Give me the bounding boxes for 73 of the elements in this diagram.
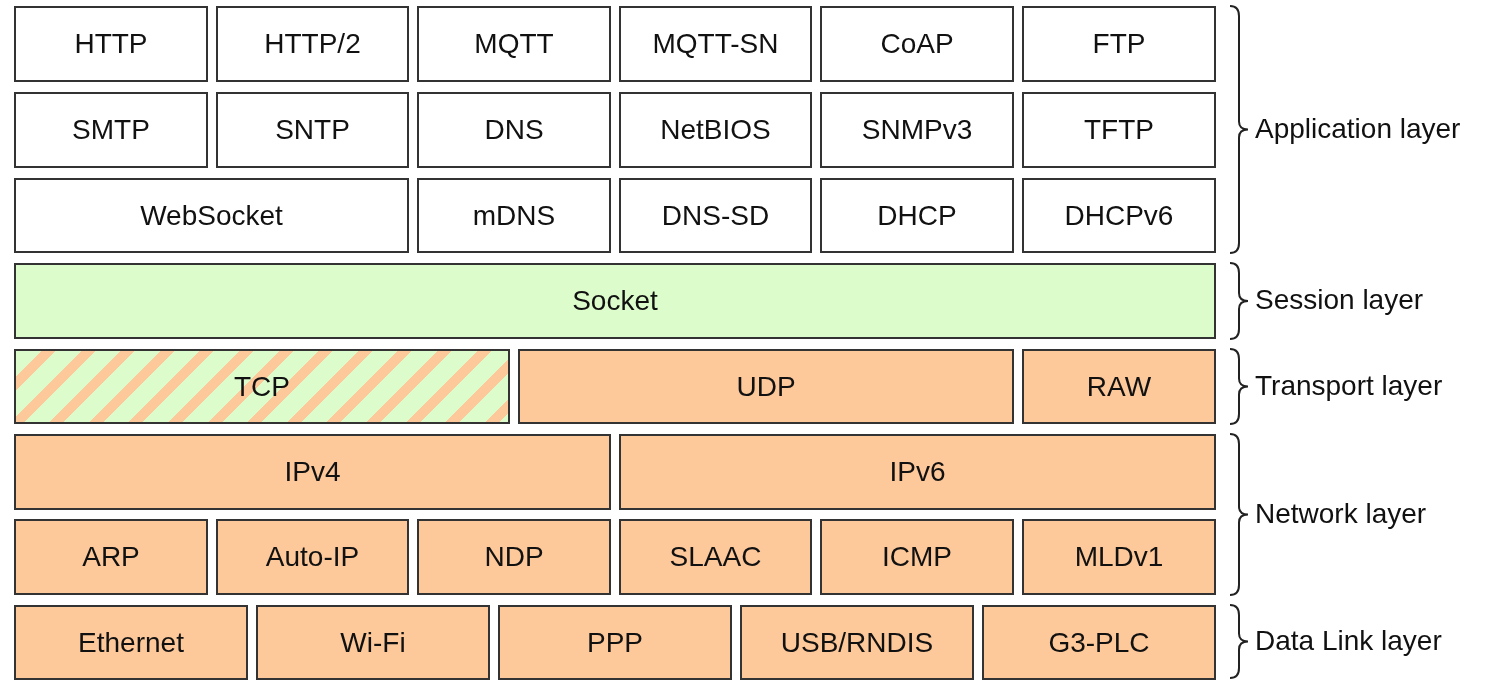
protocol-name: NDP <box>484 541 544 573</box>
protocol-box <box>14 605 248 680</box>
protocol-name: PPP <box>587 626 643 659</box>
protocol-box <box>619 6 812 82</box>
protocol-box <box>820 92 1014 168</box>
protocol-box <box>619 519 812 595</box>
protocol-name: mDNS <box>472 199 556 232</box>
protocol-name: HTTP <box>74 28 148 60</box>
protocol-name: IPv6 <box>889 456 946 488</box>
protocol-box <box>14 178 409 253</box>
protocol-name: SMTP <box>72 114 150 146</box>
protocol-box <box>820 6 1014 82</box>
protocol-name: DNS-SD <box>661 199 770 232</box>
protocol-name: SLAAC <box>669 541 762 573</box>
protocol-box <box>1022 349 1216 424</box>
protocol-name: Auto-IP <box>265 541 360 573</box>
protocol-box <box>619 92 812 168</box>
protocol-name: FTP <box>1092 28 1146 60</box>
protocol-name: WebSocket <box>140 199 283 232</box>
protocol-name: Wi-Fi <box>340 626 406 659</box>
protocol-name: TFTP <box>1084 114 1154 146</box>
protocol-name: MQTT <box>474 28 554 60</box>
protocol-box <box>14 349 510 424</box>
layer-label: Transport layer <box>1255 369 1443 402</box>
protocol-name: G3-PLC <box>1048 626 1150 659</box>
protocol-name: DHCPv6 <box>1064 199 1174 232</box>
protocol-name: RAW <box>1086 370 1152 403</box>
protocol-box <box>216 6 409 82</box>
layer-label: Data Link layer <box>1255 624 1442 657</box>
layer-label: Network layer <box>1255 497 1427 530</box>
protocol-name: Socket <box>572 285 658 317</box>
protocol-box <box>417 178 611 253</box>
protocol-box <box>417 6 611 82</box>
protocol-box <box>14 263 1216 339</box>
protocol-name: USB/RNDIS <box>780 626 934 659</box>
protocol-box <box>619 434 1216 510</box>
protocol-name: DHCP <box>877 199 957 232</box>
protocol-name: NetBIOS <box>660 114 771 146</box>
protocol-box <box>256 605 490 680</box>
protocol-name: UDP <box>736 370 796 403</box>
protocol-box <box>1022 519 1216 595</box>
protocol-name: ARP <box>82 541 140 573</box>
protocol-name: SNTP <box>275 114 350 146</box>
protocol-name: CoAP <box>880 28 954 60</box>
protocol-box <box>216 92 409 168</box>
layer-label: Session layer <box>1255 284 1424 316</box>
protocol-box <box>619 178 812 253</box>
protocol-box <box>216 519 409 595</box>
protocol-name: IPv4 <box>284 456 341 488</box>
protocol-box <box>820 519 1014 595</box>
protocol-box <box>982 605 1216 680</box>
protocol-box <box>417 92 611 168</box>
protocol-box <box>518 349 1014 424</box>
protocol-box <box>14 519 208 595</box>
protocol-box <box>1022 178 1216 253</box>
protocol-box <box>1022 92 1216 168</box>
layer-label: Application layer <box>1255 112 1461 145</box>
protocol-box <box>14 92 208 168</box>
protocol-name: DNS <box>484 114 544 146</box>
protocol-name: Ethernet <box>78 626 184 659</box>
protocol-box <box>14 434 611 510</box>
protocol-box <box>498 605 732 680</box>
protocol-name: MQTT-SN <box>652 28 779 60</box>
protocol-name: MLDv1 <box>1074 541 1164 573</box>
protocol-name: SNMPv3 <box>861 114 973 146</box>
protocol-name: TCP <box>234 370 290 403</box>
protocol-box <box>417 519 611 595</box>
protocol-box <box>740 605 974 680</box>
protocol-name: ICMP <box>882 541 952 573</box>
protocol-box <box>1022 6 1216 82</box>
protocol-box <box>820 178 1014 253</box>
protocol-name: HTTP/2 <box>264 28 361 60</box>
protocol-box <box>14 6 208 82</box>
